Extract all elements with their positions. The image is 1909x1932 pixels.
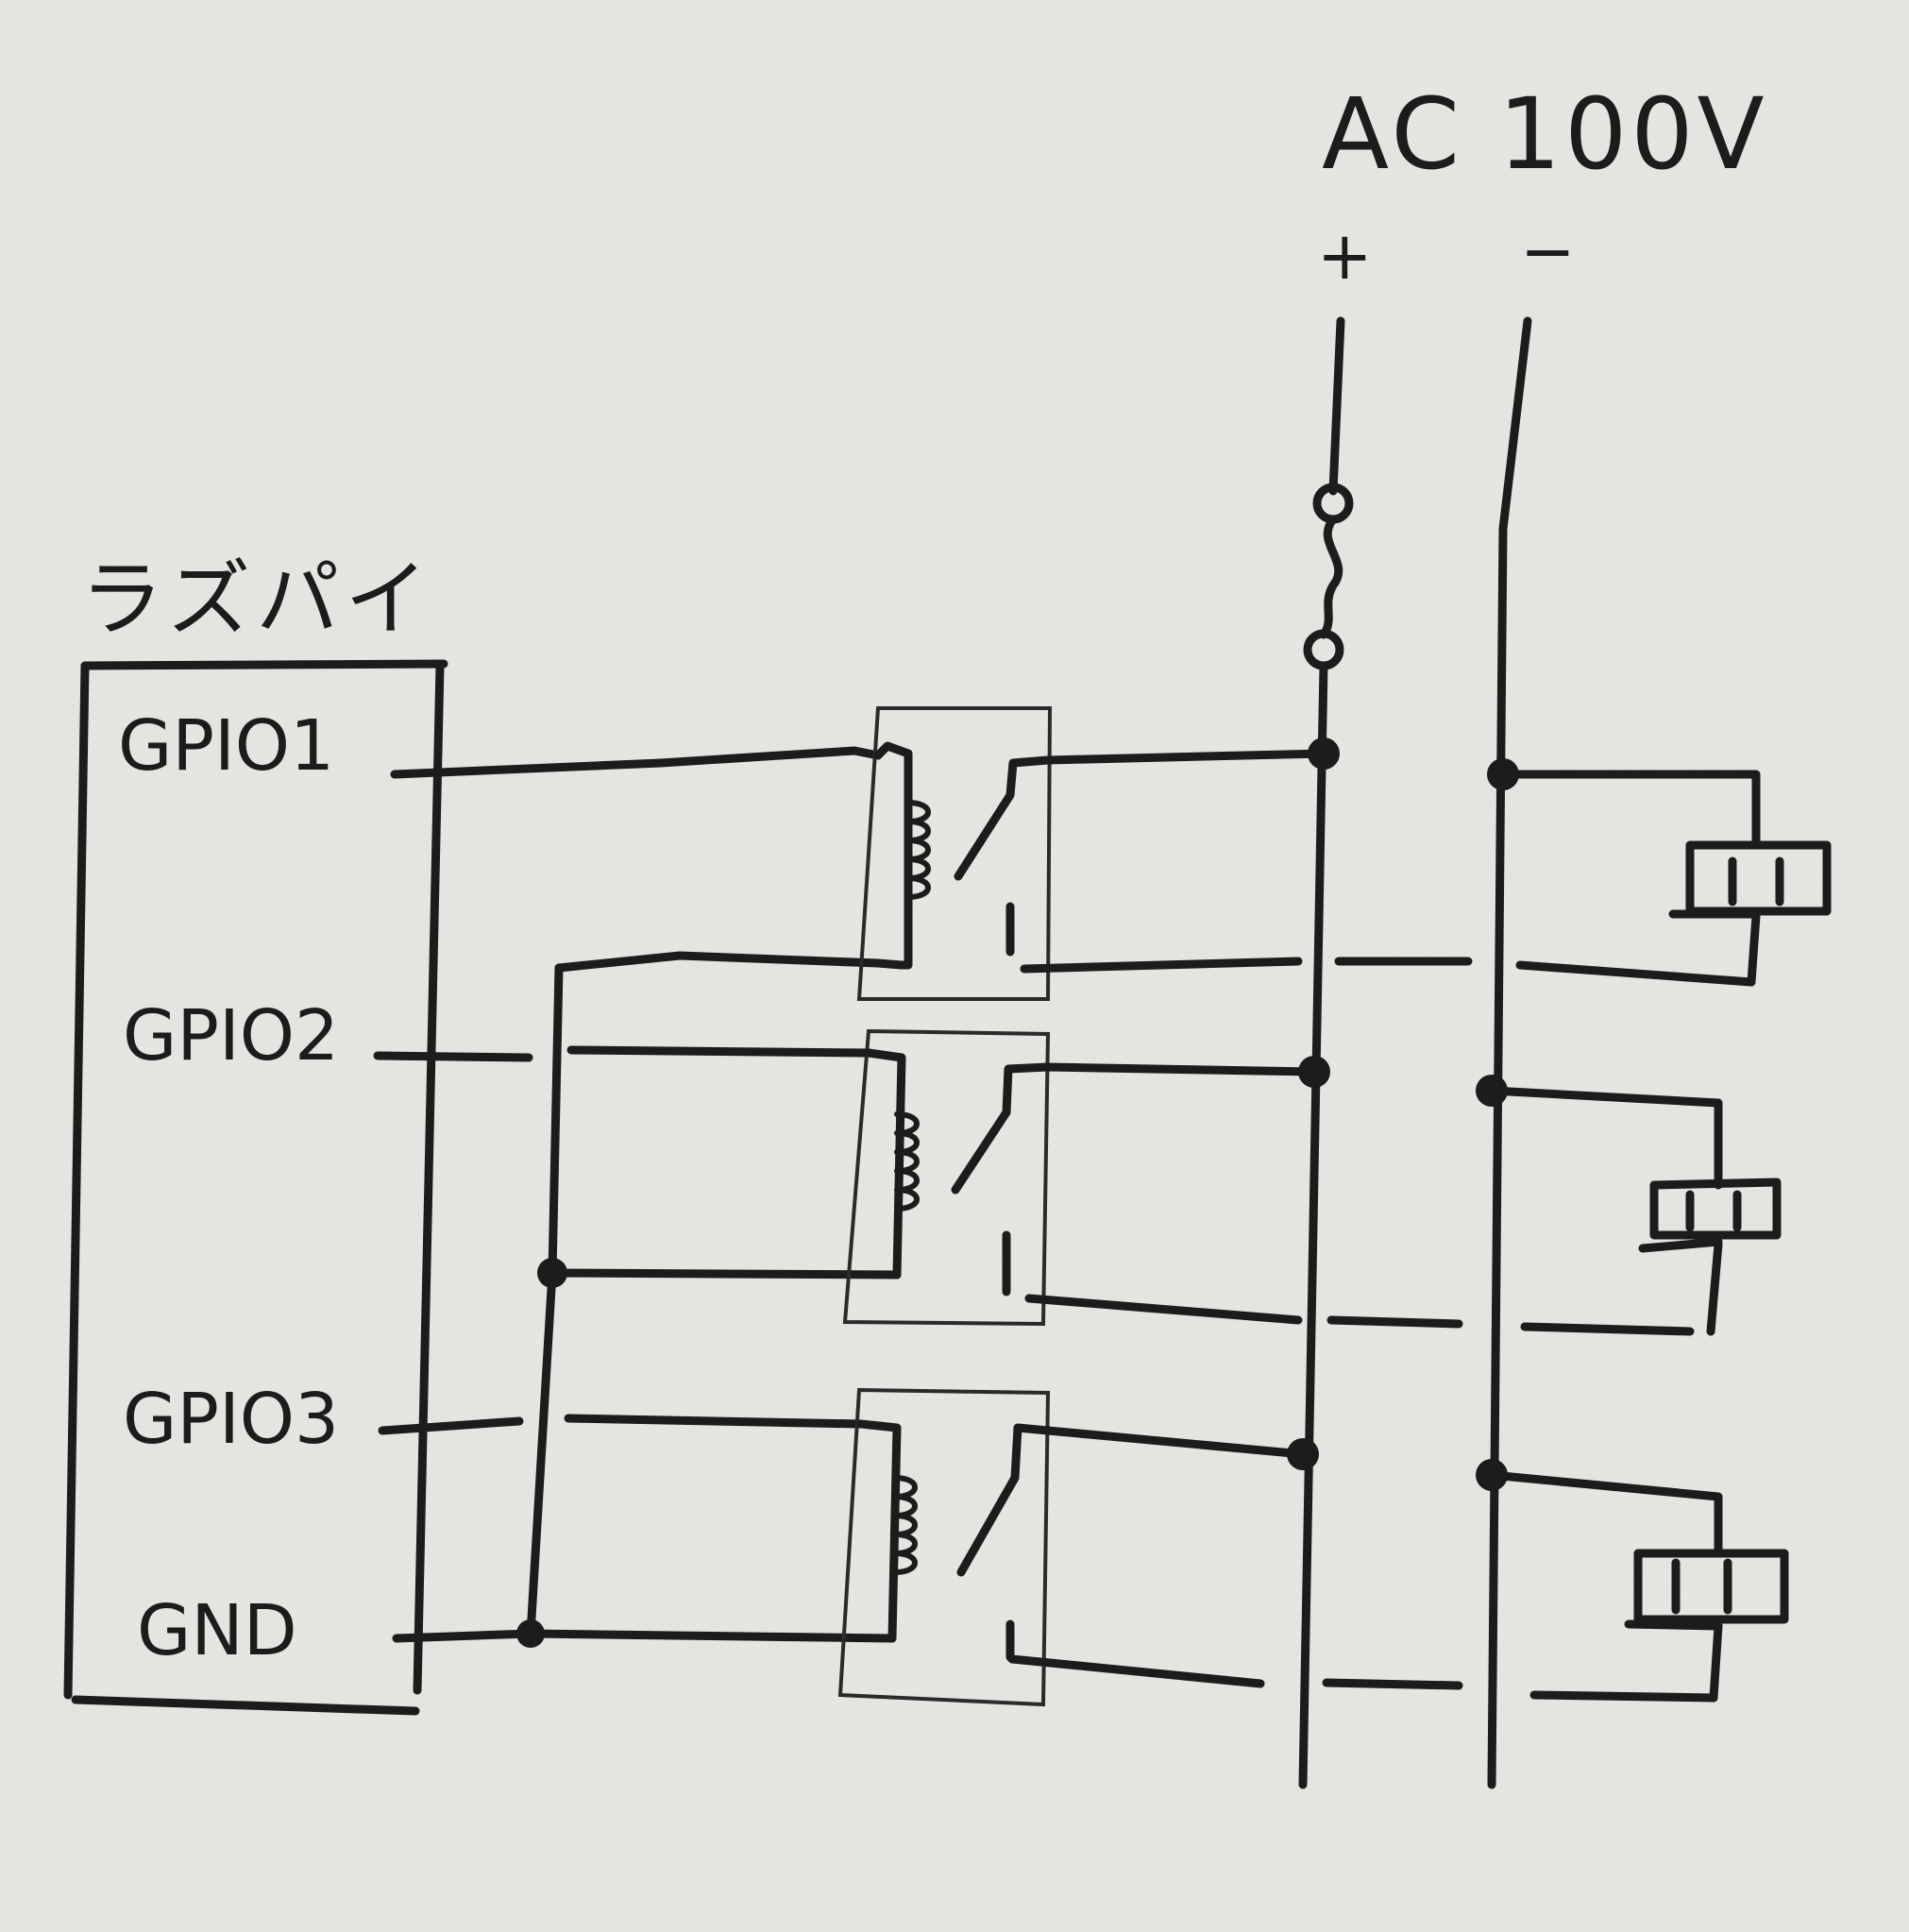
outlet-2-slots (1685, 1190, 1742, 1232)
relay-1-switch-arm (954, 790, 1015, 881)
relay-1 (390, 706, 1340, 1001)
relay-3-coil-frame (856, 1419, 902, 1643)
outlet-3-body (1633, 1549, 1789, 1624)
pin-label-gpio2: GPIO2 (123, 995, 339, 1076)
gpio2-signal-wire-a (373, 1051, 533, 1062)
relay-1-coil (905, 800, 931, 900)
outlet-3-feed (1487, 1470, 1723, 1558)
board-bottom-edge (71, 1695, 420, 1716)
relay-2-switch-arm (951, 1108, 1011, 1195)
relay-3-load-wire (1007, 1654, 1265, 1688)
relay-1-box (856, 706, 1053, 1001)
load-3-crossing-a (1322, 1678, 1463, 1690)
plus-junction-1 (1308, 737, 1340, 770)
relay-1-coil-frame (873, 741, 913, 970)
coil3-ground-wire (526, 1629, 897, 1643)
raspi-board: ラズパイ GPIO1 GPIO2 GPIO3 GND (63, 551, 448, 1716)
relay-2-common-wire (1002, 1062, 1319, 1117)
plus-sign: + (1317, 217, 1373, 295)
relay-2-coil-frame (864, 1048, 906, 1280)
plus-junction-3 (1287, 1438, 1319, 1470)
gpio3-signal-wire-b (564, 1414, 866, 1429)
board-left-edge (63, 661, 90, 1700)
load-3-crossing-b (1529, 1690, 1718, 1703)
outlet-1-body (1685, 840, 1832, 916)
outlet-2-return (1706, 1240, 1723, 1336)
outlet-3 (1476, 1459, 1789, 1703)
relay-3-box (837, 1387, 1051, 1707)
outlet-3-return (1709, 1621, 1723, 1703)
pin-label-gpio1: GPIO1 (118, 705, 334, 787)
relay-3-switch-arm (956, 1473, 1020, 1577)
coil1-ground-wire (554, 951, 906, 973)
outlet-1-slots (1728, 856, 1784, 907)
relay-2-coil (894, 1111, 920, 1212)
board-title: ラズパイ (80, 551, 433, 648)
load-2-crossing-a (1326, 1315, 1463, 1329)
relay-2 (373, 1028, 1330, 1327)
relay-3-common-wire (1010, 1423, 1308, 1483)
gpio2-signal-wire-b (566, 1045, 873, 1058)
outlet-1 (1487, 758, 1832, 987)
ac-power-source: AC 100V + − (1298, 76, 1768, 1789)
gpio1-signal-wire (390, 746, 883, 779)
load-2-crossing-b (1520, 1322, 1695, 1336)
minus-rail (1487, 316, 1532, 1789)
gpio3-signal-wire-a (378, 1416, 524, 1435)
plus-rail-top (1328, 316, 1345, 496)
plus-rail (1298, 661, 1328, 1789)
plus-junction-2 (1298, 1056, 1330, 1088)
load-return-wires (1322, 957, 1756, 1703)
relay-2-box (842, 1028, 1051, 1327)
pin-label-gpio3: GPIO3 (123, 1379, 339, 1460)
board-top-edge (80, 659, 448, 670)
outlet-2-body (1649, 1178, 1782, 1240)
relay-3-coil (892, 1475, 918, 1575)
board-right-edge (413, 661, 445, 1695)
outlet-2-feed (1487, 1086, 1723, 1190)
outlet-2-base (1638, 1237, 1723, 1253)
load-1-crossing-b (1515, 960, 1756, 987)
ac-title: AC 100V (1322, 76, 1768, 192)
relay-3 (378, 1387, 1319, 1707)
pin-label-gnd: GND (137, 1590, 297, 1671)
outlet-1-return (1747, 911, 1761, 987)
fuse-element (1319, 515, 1343, 639)
minus-sign: − (1520, 212, 1576, 290)
gnd-bus (392, 951, 906, 1648)
outlet-3-base (1624, 1619, 1723, 1631)
outlet-1-feed (1498, 770, 1761, 850)
outlet-3-slots (1671, 1558, 1732, 1615)
relay-1-load-wire (1020, 957, 1303, 974)
coil2-ground-wire (548, 1268, 902, 1280)
gnd-wire (392, 1629, 535, 1643)
relay-2-load-wire (1024, 1294, 1303, 1325)
relay-1-common-wire (1005, 749, 1328, 800)
outlet-2 (1476, 1075, 1782, 1336)
